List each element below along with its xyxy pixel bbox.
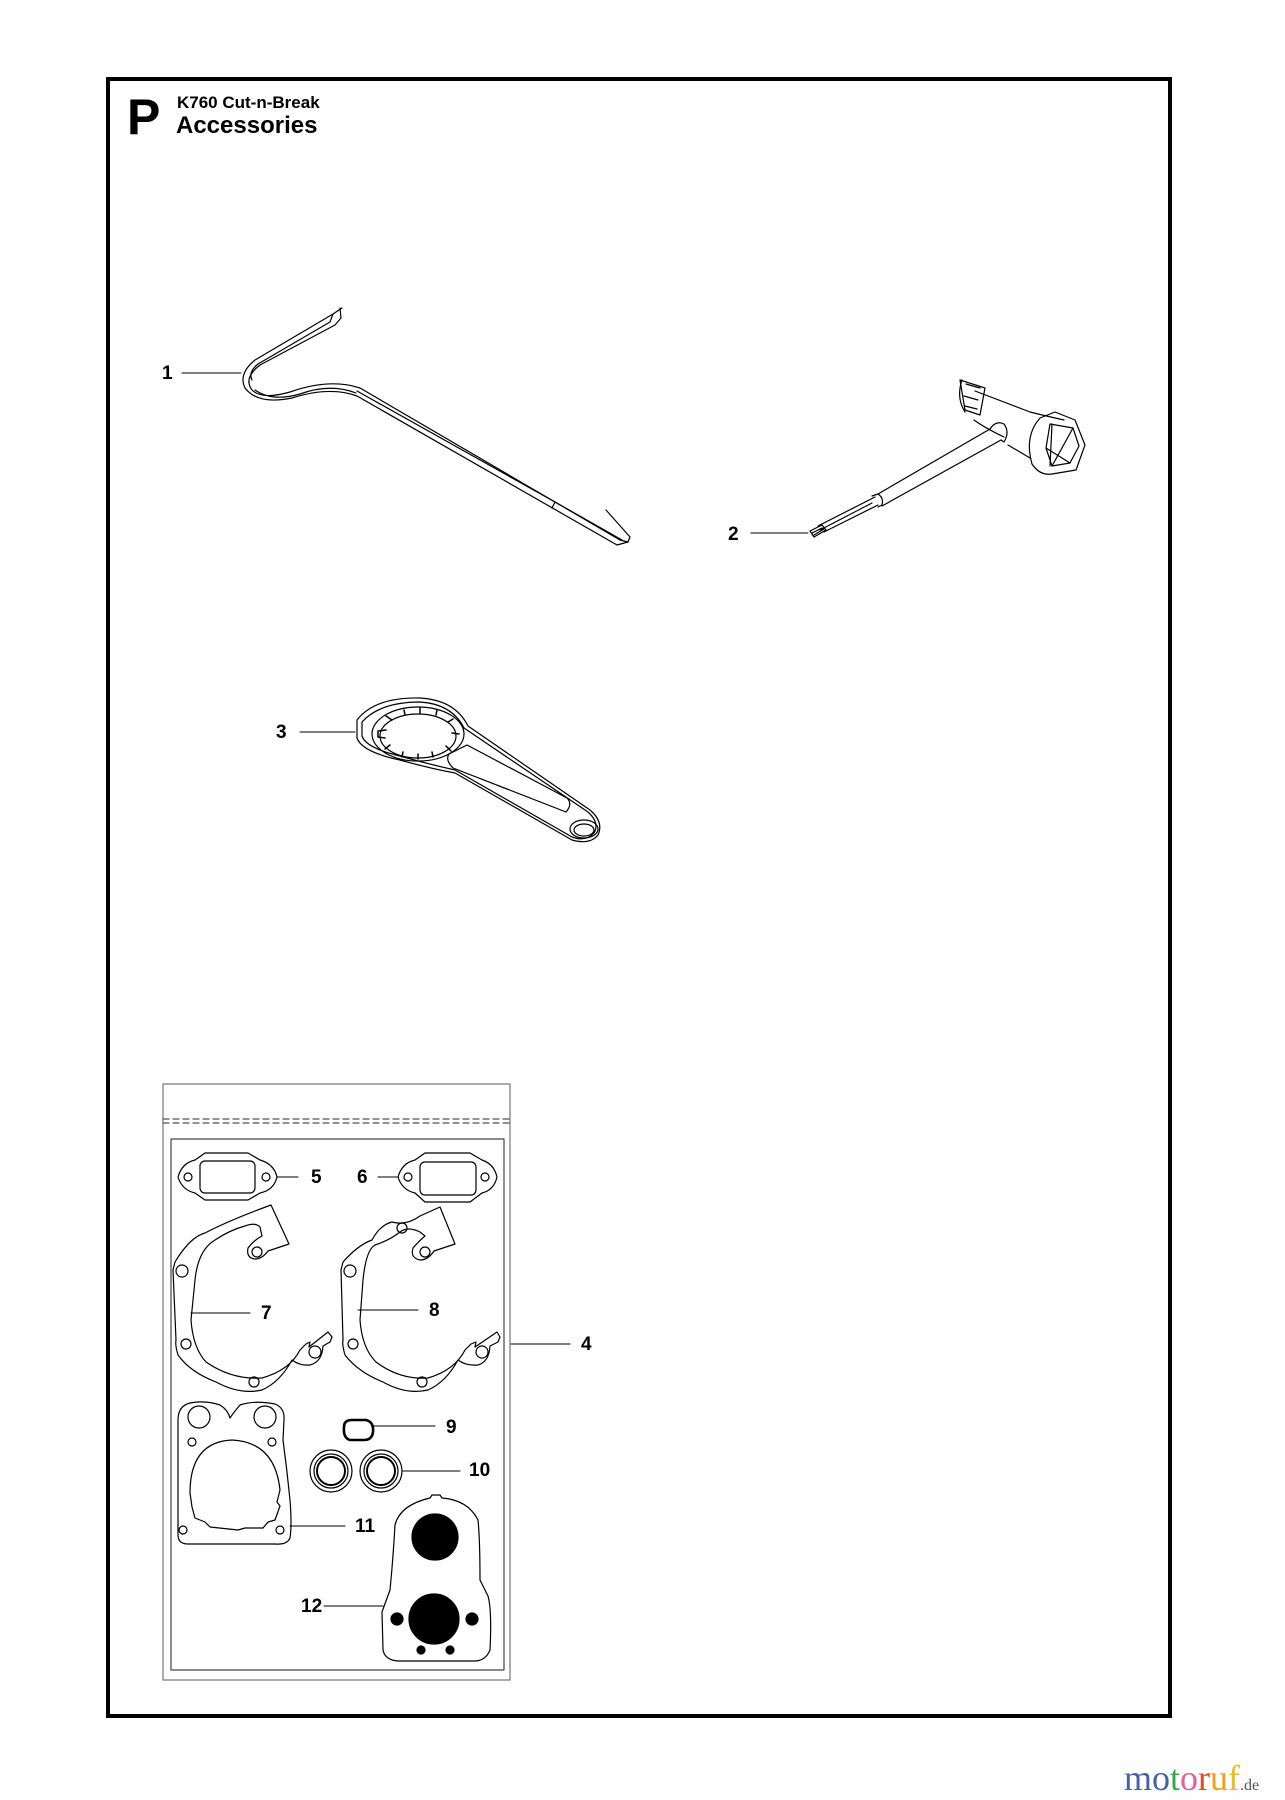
intake-gasket-12 — [323, 1494, 492, 1662]
wm-letter: u — [1210, 1758, 1229, 1798]
muffler-gasket-5 — [177, 1152, 299, 1201]
wm-letter: o — [1180, 1758, 1199, 1798]
callout-11: 11 — [355, 1516, 376, 1537]
o-ring-9 — [342, 1418, 436, 1442]
crankcase-gasket-8 — [340, 1206, 501, 1392]
wm-letter: m — [1124, 1758, 1153, 1798]
callout-2: 2 — [728, 524, 739, 545]
callout-4: 4 — [581, 1334, 592, 1355]
callout-8: 8 — [429, 1300, 440, 1321]
hook-bar-drawing — [181, 307, 631, 546]
callout-7: 7 — [261, 1303, 272, 1324]
wm-letter: r — [1198, 1758, 1211, 1798]
sealing-rings-10 — [309, 1449, 461, 1493]
callout-6: 6 — [357, 1167, 368, 1188]
callout-10: 10 — [469, 1460, 491, 1481]
callout-1: 1 — [162, 363, 173, 384]
t-wrench-drawing — [750, 379, 1086, 538]
watermark-logo: motoruf.de — [1124, 1760, 1259, 1796]
page-frame — [106, 77, 1172, 1718]
spanner-wrench-drawing — [299, 697, 601, 843]
wm-letter: t — [1170, 1758, 1181, 1798]
wm-letter: f — [1228, 1758, 1241, 1798]
callout-3: 3 — [276, 722, 287, 743]
crankcase-gasket-7 — [172, 1204, 333, 1392]
gasket-kit-bag — [162, 1083, 571, 1681]
section-letter: P — [127, 89, 161, 145]
callout-12: 12 — [301, 1596, 323, 1617]
wm-suffix: .de — [1240, 1777, 1260, 1794]
model-name: K760 Cut-n-Break — [177, 93, 320, 112]
cylinder-gasket-11 — [177, 1401, 346, 1545]
wm-letter: o — [1152, 1758, 1171, 1798]
muffler-gasket-6 — [377, 1152, 498, 1203]
callout-9: 9 — [446, 1417, 457, 1438]
callout-5: 5 — [311, 1167, 322, 1188]
page-title: Accessories — [176, 112, 318, 139]
